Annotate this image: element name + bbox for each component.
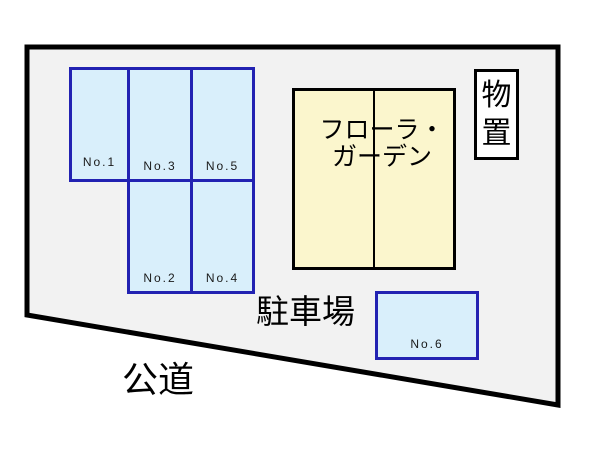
parking-space-no3: No.3 [127, 67, 193, 182]
parking-space-no1-label: No.1 [82, 155, 117, 169]
parking-space-no3-label: No.3 [143, 159, 177, 173]
building-name: フローラ・ ガーデン [319, 116, 445, 171]
building: フローラ・ ガーデン [292, 88, 456, 270]
parking-space-no4-label: No.4 [205, 271, 240, 285]
parking-space-no2: No.2 [127, 179, 193, 294]
parking-space-no6: No.6 [375, 291, 479, 360]
parking-space-no6-label: No.6 [410, 337, 444, 351]
parking-space-no5: No.5 [190, 67, 255, 182]
parking-space-no2-label: No.2 [143, 271, 177, 285]
road-label: 公道 [122, 359, 195, 400]
parking-space-no4: No.4 [190, 179, 255, 294]
parking-space-no1: No.1 [69, 67, 130, 182]
storage-shed-label: 物置 [481, 78, 512, 150]
parking-space-no5-label: No.5 [205, 159, 240, 173]
storage-shed: 物置 [474, 69, 519, 160]
parking-area-label: 駐車場 [256, 293, 355, 330]
building-unit-divider [373, 91, 375, 267]
